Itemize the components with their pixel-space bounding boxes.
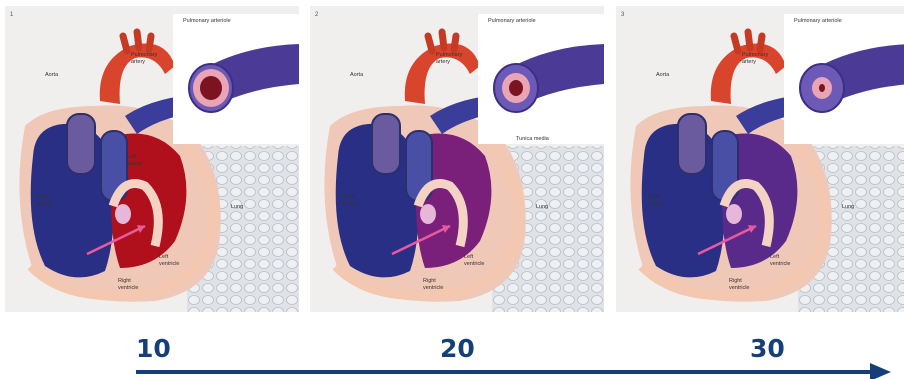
label-right-atrium: Right atrium <box>648 194 663 207</box>
label-left-ventricle: Left ventricle <box>464 254 484 267</box>
arteriole-lumen <box>819 84 825 92</box>
panel-number: 1 <box>10 12 13 18</box>
heart-panel-2: 2 Pulmonary arteriole Aorta Pulmonary art… <box>310 6 604 312</box>
label-lung: Lung <box>842 204 854 211</box>
timeline-arrow <box>0 355 904 379</box>
arteriole-lumen <box>200 76 222 100</box>
label-aorta: Aorta <box>656 72 669 79</box>
inset-title: Pulmonary arteriole <box>488 18 536 24</box>
timeline-arrowhead <box>870 363 891 379</box>
label-left-ventricle: Left ventricle <box>770 254 790 267</box>
heart-panel-1: 1 Pulmonary arteriole Aorta Pulmonary art… <box>5 6 299 312</box>
label-aorta: Aorta <box>350 72 363 79</box>
label-right-atrium: Right atrium <box>342 194 357 207</box>
inset-title: Pulmonary arteriole <box>794 18 842 24</box>
label-left-ventricle: Left ventricle <box>159 254 179 267</box>
heart-panel-3: 3 Pulmonary arteriole Aorta Pulmonary art… <box>616 6 904 312</box>
label-right-ventricle: Right ventricle <box>423 278 443 291</box>
label-tunica-media: Tunica media <box>516 136 549 143</box>
label-pulmonary-artery: Pulmonary artery <box>131 52 157 65</box>
arteriole-lumen <box>509 80 523 96</box>
panel-number: 2 <box>315 12 318 18</box>
valve <box>420 204 436 224</box>
label-aorta: Aorta <box>45 72 58 79</box>
inset-title: Pulmonary arteriole <box>183 18 231 24</box>
panel-number: 3 <box>621 12 624 18</box>
label-lung: Lung <box>536 204 548 211</box>
label-pulmonary-artery: Pulmonary artery <box>436 52 462 65</box>
label-lung: Lung <box>231 204 243 211</box>
valve <box>115 204 131 224</box>
label-right-atrium: Right atrium <box>37 194 52 207</box>
label-right-ventricle: Right ventricle <box>729 278 749 291</box>
label-right-ventricle: Right ventricle <box>118 278 138 291</box>
label-left-atrium: Left atrium <box>127 154 142 167</box>
label-pulmonary-artery: Pulmonary artery <box>742 52 768 65</box>
valve <box>726 204 742 224</box>
